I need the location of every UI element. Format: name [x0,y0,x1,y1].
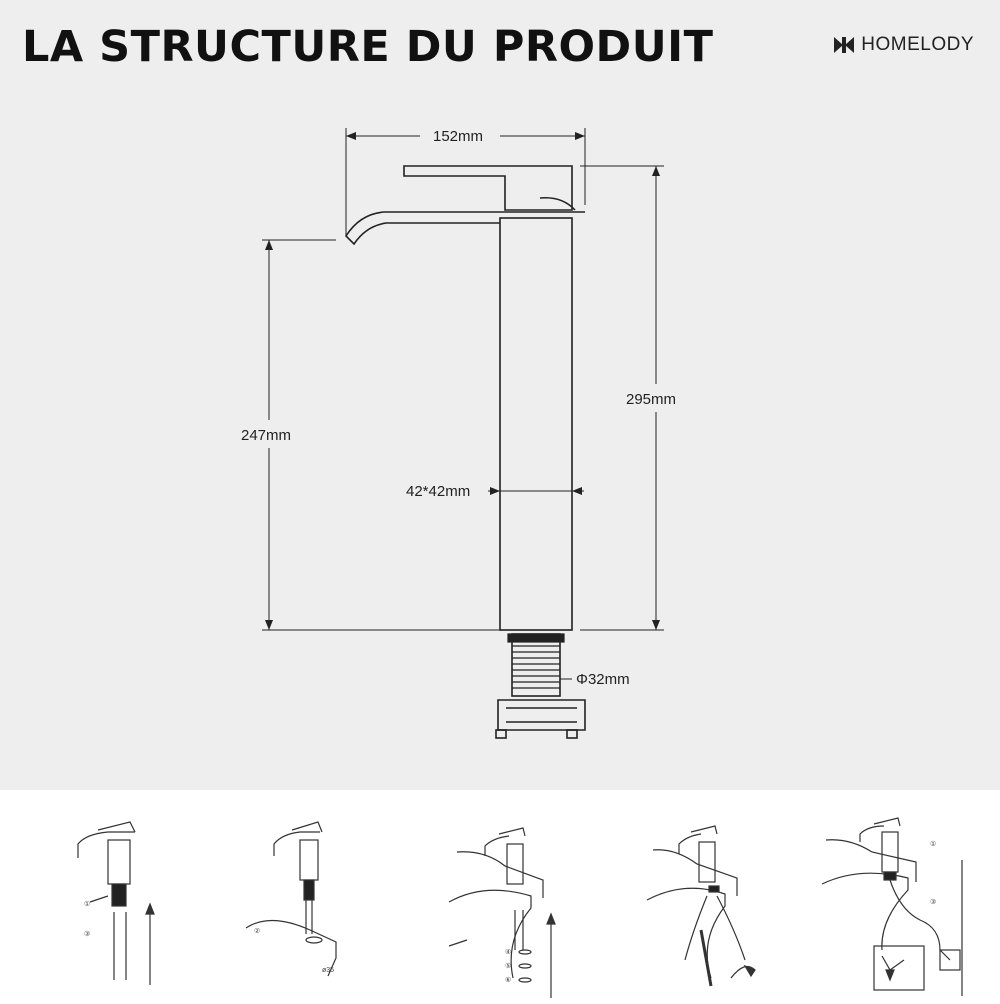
installation-steps-panel [0,790,1000,1000]
threaded-shank [511,633,561,697]
faucet-spout [344,211,585,246]
width-dimension-label: 152mm [433,128,483,145]
handle-joint [539,196,576,211]
spout-height-dimension-label: 247mm [241,427,291,444]
thread-diameter-dimension-label: Φ32mm [576,671,630,688]
installation-step-2: ② ø35 [240,800,410,1000]
step5-callout-1: ① [930,840,936,848]
installation-step-5: ① ③ [820,800,990,1000]
faucet-dimension-drawing: 152mm 295mm 247mm 42*42mm Φ32mm [241,128,676,739]
installation-step-4 [645,800,815,1000]
body-section-dimension-label: 42*42mm [406,483,470,500]
step2-hole-label: ø35 [322,967,334,974]
step3-callout-2: ⑤ [505,962,511,970]
step1-callout-2: ③ [84,930,90,938]
step1-callout-1: ① [84,900,90,908]
step3-callout-3: ⑥ [505,976,511,984]
installation-step-1: ① ③ [40,800,210,1000]
faucet-handle [403,165,573,211]
brand-name: HOMELODY [861,34,974,55]
bracket-foot-left [495,729,507,739]
installation-step-3: ④ ⑤ ⑥ [445,800,615,1000]
faucet-body [499,217,573,631]
page-title: LA STRUCTURE DU PRODUIT [22,22,714,72]
total-height-dimension-label: 295mm [626,391,676,408]
bracket-foot-right [566,729,578,739]
brand-logo: HOMELODY [833,34,974,56]
thread-lines [507,633,565,689]
mounting-bracket [497,699,586,731]
homelody-logo-icon [834,37,855,53]
step5-callout-2: ③ [930,898,936,906]
step2-callout-1: ② [254,927,260,935]
step3-callout-1: ④ [505,948,511,956]
